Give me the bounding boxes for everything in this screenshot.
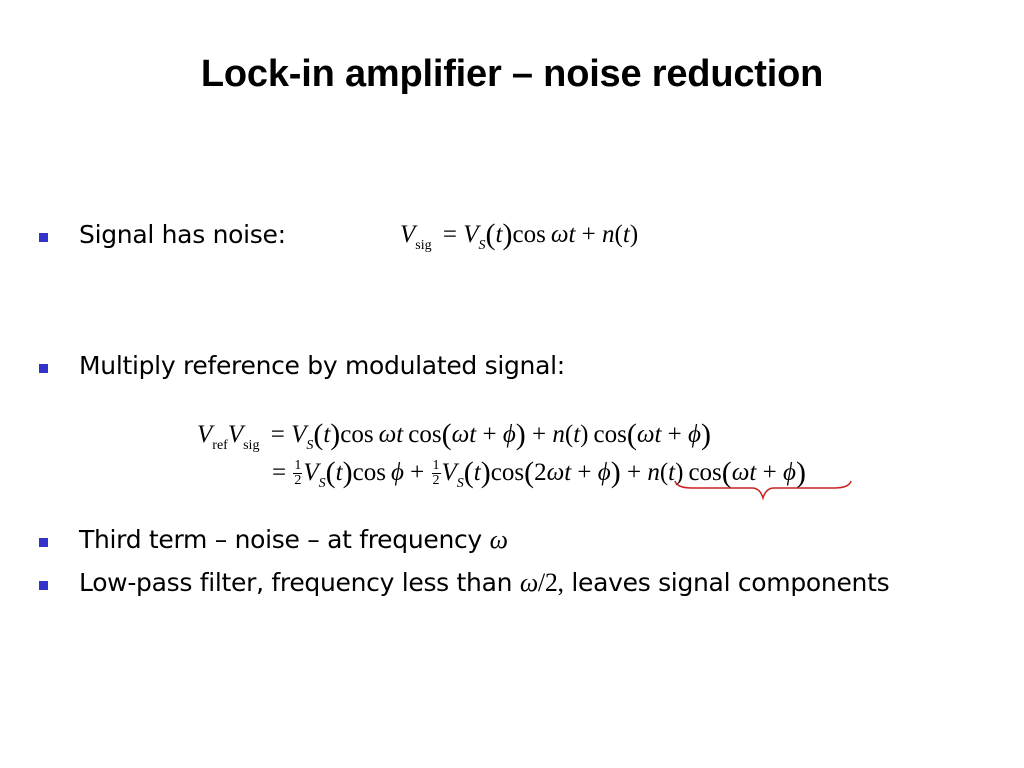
bullet-marker xyxy=(39,581,48,590)
half-fraction: /2, xyxy=(537,568,564,597)
equation-product-line1: VrefVsig = VS(t)cos ωt cos(ωt + ϕ) + n(t… xyxy=(197,418,711,454)
bullet-marker xyxy=(39,233,48,242)
bullet-signal-has-noise: Signal has noise: xyxy=(79,220,286,249)
bullet-low-pass: Low-pass filter, frequency less than ω/2… xyxy=(79,568,890,597)
slide-title: Lock-in amplifier – noise reduction xyxy=(200,53,824,95)
bullet-marker xyxy=(39,364,48,373)
equation-signal: Vsig = VS(t)cos ωt + n(t) xyxy=(400,218,639,254)
noise-term-brace xyxy=(674,480,852,501)
bullet-multiply: Multiply reference by modulated signal: xyxy=(79,351,565,380)
bullet-third-term: Third term – noise – at frequency ω xyxy=(79,525,508,554)
bullet-marker xyxy=(39,538,48,547)
omega-symbol: ω xyxy=(489,525,508,554)
omega-symbol: ω xyxy=(519,568,538,597)
